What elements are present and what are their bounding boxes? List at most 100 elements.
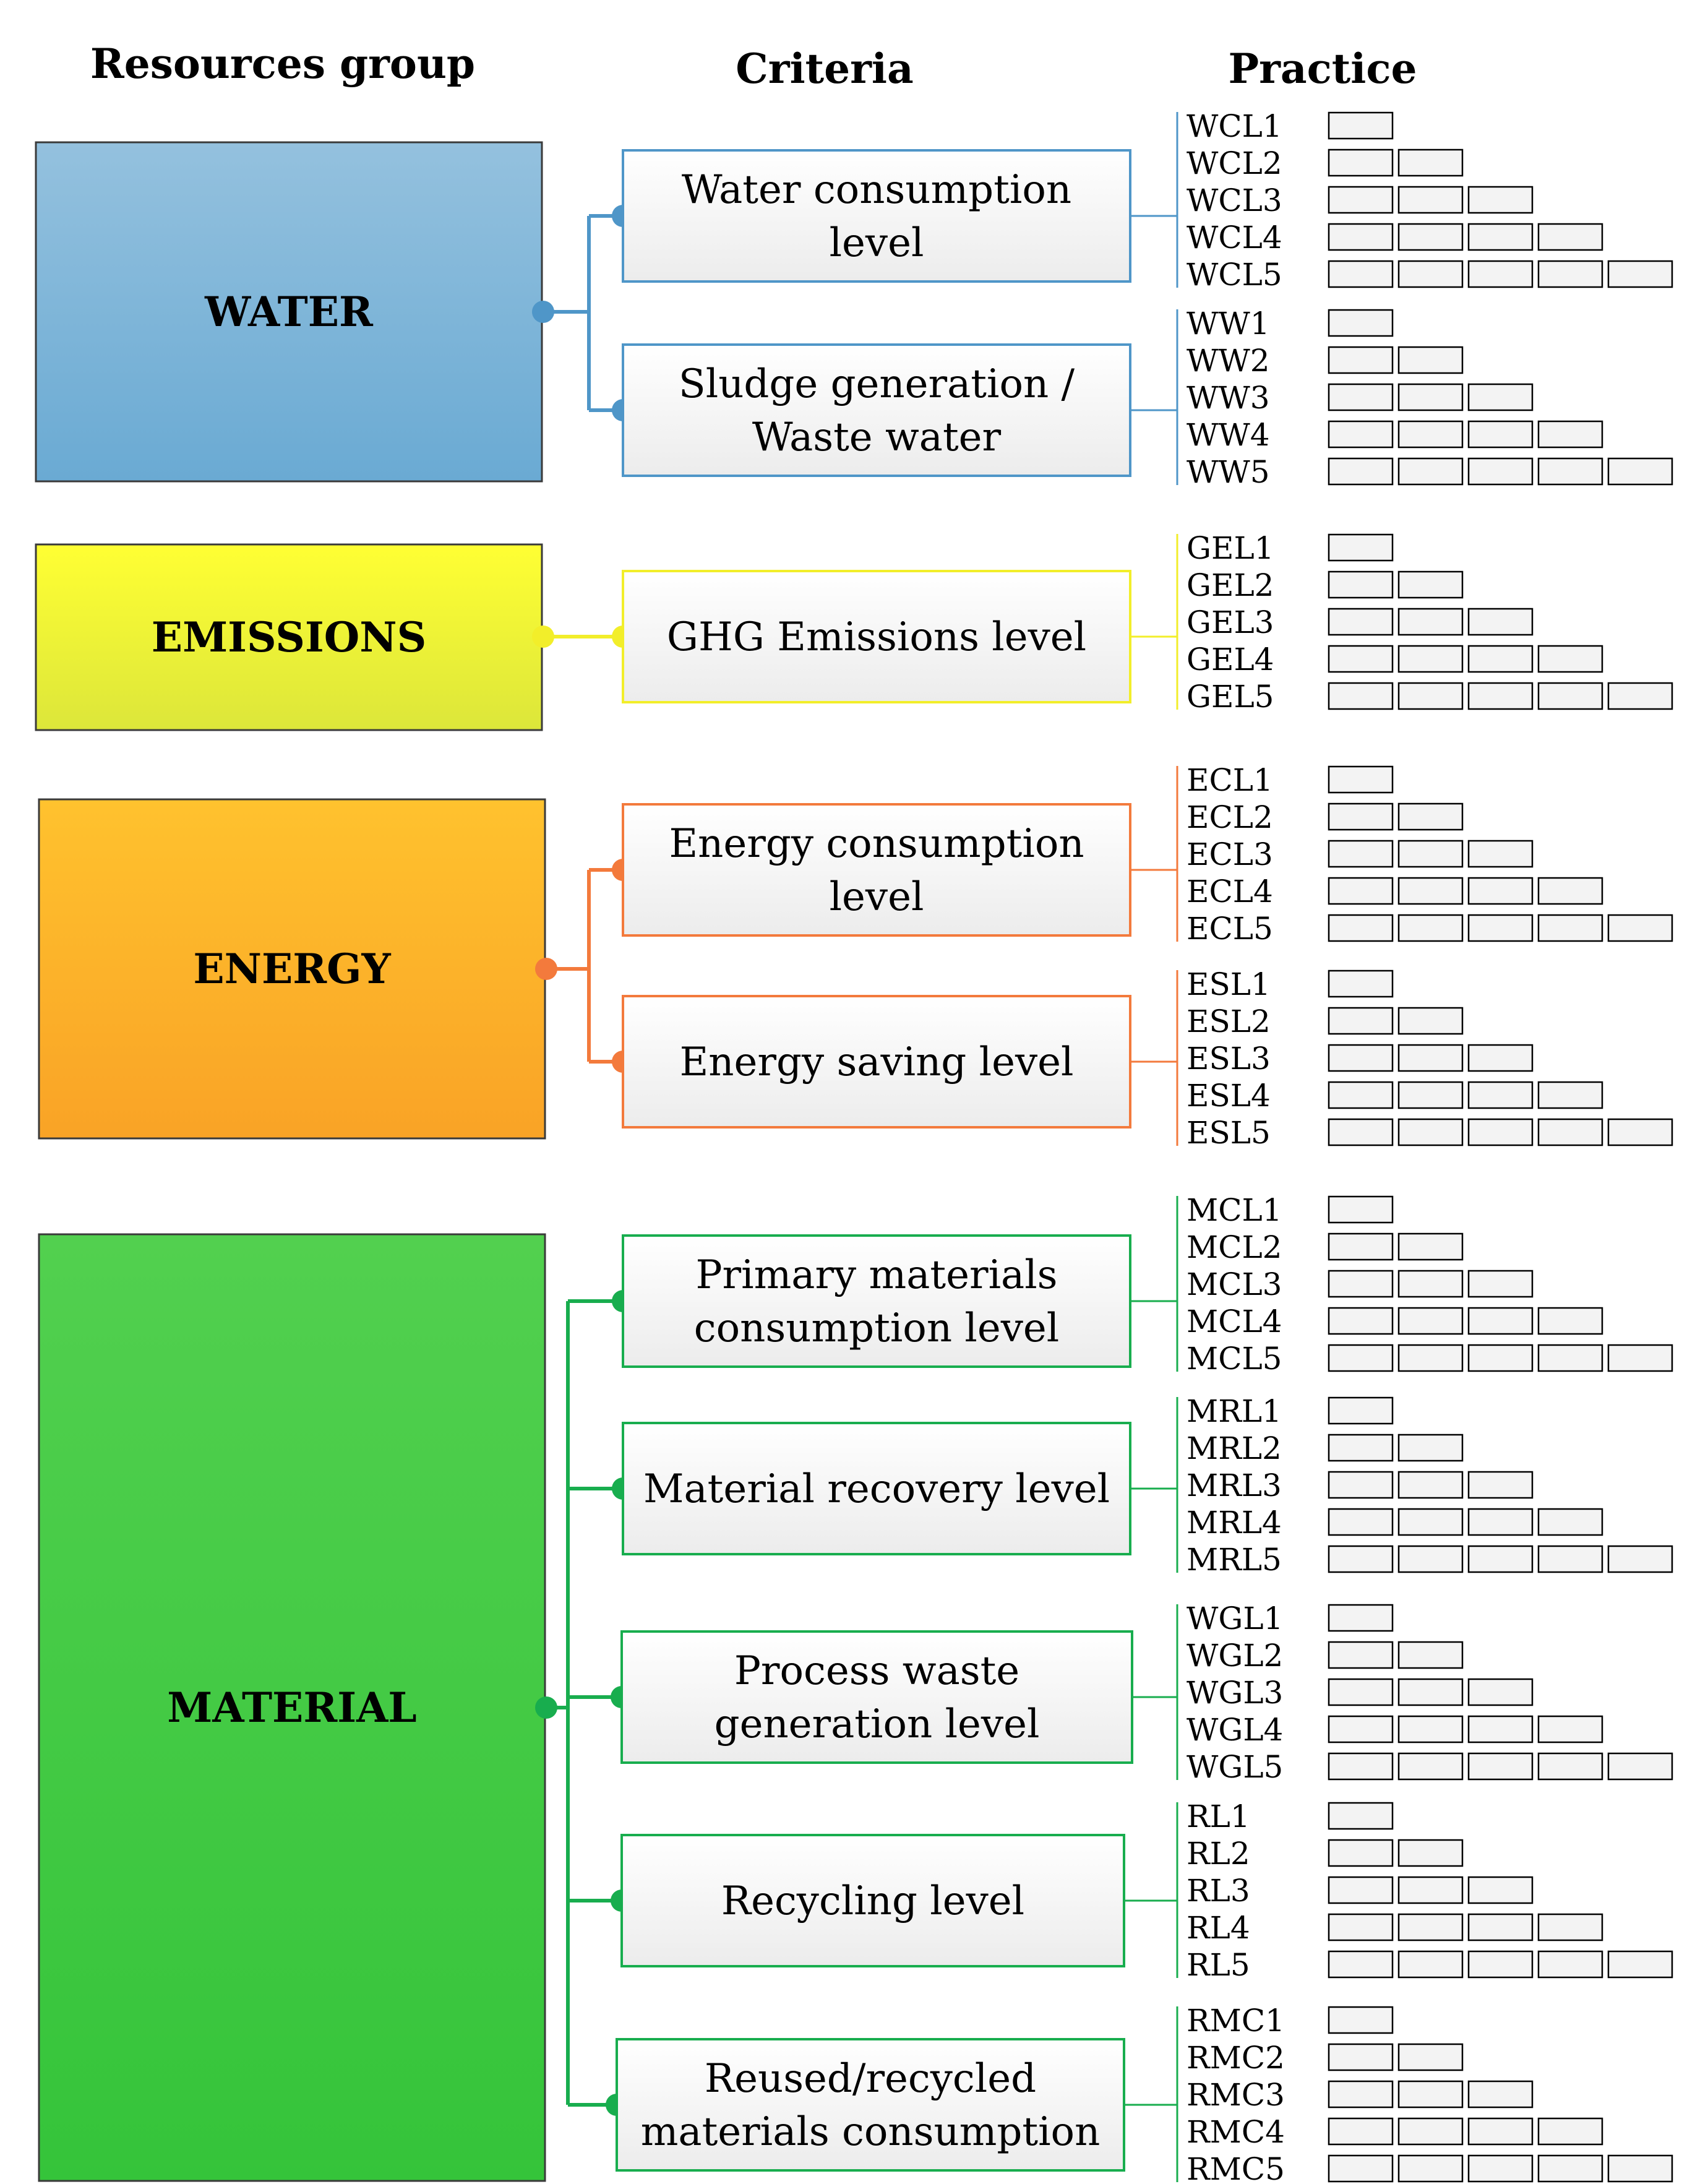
- practice-level-cell: [1328, 1839, 1394, 1867]
- practice-level-cell: [1397, 2117, 1464, 2146]
- practice-level-cell: [1328, 1913, 1394, 1941]
- practice-level-cell: [1537, 1715, 1603, 1743]
- practice-level-cell: [1397, 1270, 1464, 1298]
- practice-level-cell: [1607, 682, 1673, 710]
- practice-level-cell: [1397, 682, 1464, 710]
- practice-level-cell: [1328, 1434, 1394, 1462]
- practice-level-cell: [1607, 260, 1673, 288]
- practice-level-cell: [1537, 877, 1603, 905]
- criterion-label: GHG Emissions level: [667, 614, 1086, 660]
- practice-level-cell: [1328, 2117, 1394, 2146]
- practice-level-cell: [1397, 457, 1464, 486]
- practice-level-cell: [1537, 1344, 1603, 1372]
- practice-level-label: RMC1: [1187, 2003, 1285, 2039]
- criterion-3-1: Material recovery levelMRL1MRL2MRL3MRL4M…: [622, 1393, 1673, 1578]
- practice-level-cell: [1467, 1715, 1534, 1743]
- criterion-box: [622, 803, 1131, 937]
- criterion-2-0: Energy consumptionlevelECL1ECL2ECL3ECL4E…: [622, 762, 1673, 947]
- criterion-box: [622, 343, 1131, 477]
- practice-level-cell: [1397, 420, 1464, 449]
- practice-level-cell: [1397, 1007, 1464, 1035]
- practice-level-cell: [1467, 186, 1534, 214]
- groups-layer: WATER Water consumptionlevelWCL1WCL2WCL3W…: [35, 108, 1673, 2184]
- group-box-material: [38, 1233, 546, 2182]
- practice-level-cell: [1397, 1471, 1464, 1499]
- criterion-box: [620, 1630, 1133, 1764]
- practice-level-cell: [1467, 1270, 1534, 1298]
- practice-level-cell: [1328, 309, 1394, 337]
- practice-level-cell: [1397, 1839, 1464, 1867]
- practice-level-cell: [1397, 645, 1464, 673]
- criterion-box: [616, 2038, 1125, 2172]
- header-criteria: Criteria: [736, 45, 913, 93]
- practice-level-label: RL4: [1187, 1910, 1250, 1946]
- practice-level-cell: [1328, 682, 1394, 710]
- practice-level-cell: [1467, 608, 1534, 636]
- practice-level-cell: [1537, 1081, 1603, 1109]
- practice-level-label: MRL3: [1187, 1468, 1282, 1503]
- practice-level-cell: [1328, 1270, 1394, 1298]
- practice-level-cell: [1467, 1118, 1534, 1146]
- practice-level-label: WGL5: [1187, 1749, 1283, 1785]
- practice-level-label: GEL3: [1187, 604, 1274, 640]
- practice-level-cell: [1397, 1044, 1464, 1072]
- practice-level-cell: [1328, 1195, 1394, 1224]
- practice-level-cell: [1537, 1752, 1603, 1781]
- criterion-box: [622, 1422, 1131, 1555]
- practice-level-label: MCL1: [1187, 1192, 1282, 1228]
- practice-level-label: RMC2: [1187, 2040, 1285, 2076]
- practice-level-cell: [1328, 645, 1394, 673]
- criterion-0-0: Water consumptionlevelWCL1WCL2WCL3WCL4WC…: [622, 108, 1673, 293]
- practice-level-cell: [1328, 148, 1394, 177]
- practice-level-cell: [1537, 682, 1603, 710]
- practice-level-cell: [1467, 383, 1534, 411]
- practice-level-cell: [1607, 1752, 1673, 1781]
- practice-level-label: MRL5: [1187, 1542, 1282, 1578]
- practice-level-cell: [1467, 260, 1534, 288]
- practice-level-cell: [1328, 1950, 1394, 1979]
- practice-level-label: RL2: [1187, 1836, 1250, 1872]
- criterion-box: [620, 1834, 1125, 1967]
- practice-level-label: RMC3: [1187, 2077, 1285, 2113]
- practice-level-cell: [1607, 1545, 1673, 1573]
- practice-level-label: MCL4: [1187, 1304, 1282, 1339]
- practice-level-cell: [1607, 1344, 1673, 1372]
- group-label-water: WATER: [204, 288, 374, 336]
- practice-level-label: ECL1: [1187, 762, 1273, 798]
- practice-level-label: WCL2: [1187, 145, 1282, 181]
- practice-level-cell: [1397, 840, 1464, 868]
- group-label-material: MATERIAL: [167, 1683, 416, 1732]
- practice-level-cell: [1328, 346, 1394, 374]
- practice-level-cell: [1397, 1344, 1464, 1372]
- practice-level-label: WW4: [1187, 417, 1270, 453]
- practice-level-cell: [1467, 2154, 1534, 2183]
- practice-level-cell: [1328, 570, 1394, 599]
- practice-level-cell: [1328, 1007, 1394, 1035]
- criterion-label: level: [830, 874, 924, 920]
- practice-level-cell: [1537, 1545, 1603, 1573]
- practice-level-cell: [1467, 2080, 1534, 2109]
- practice-level-cell: [1607, 1118, 1673, 1146]
- practice-level-cell: [1467, 1081, 1534, 1109]
- practice-level-cell: [1397, 186, 1464, 214]
- practice-level-cell: [1328, 1396, 1394, 1425]
- practice-level-cell: [1607, 1950, 1673, 1979]
- practice-level-cell: [1397, 608, 1464, 636]
- practice-level-cell: [1328, 1678, 1394, 1706]
- practice-level-label: WGL1: [1187, 1601, 1283, 1636]
- criterion-box: [622, 149, 1131, 283]
- practice-level-label: ESL5: [1187, 1115, 1271, 1151]
- practice-level-cell: [1328, 1876, 1394, 1904]
- practice-level-cell: [1328, 2006, 1394, 2034]
- practice-level-cell: [1537, 2154, 1603, 2183]
- practice-level-cell: [1397, 1545, 1464, 1573]
- practice-level-cell: [1467, 2117, 1534, 2146]
- connector-water: [543, 214, 623, 412]
- practice-level-cell: [1328, 111, 1394, 140]
- practice-level-cell: [1328, 1118, 1394, 1146]
- criterion-0-1: Sludge generation /Waste waterWW1WW2WW3W…: [622, 306, 1673, 490]
- practice-level-cell: [1328, 1641, 1394, 1669]
